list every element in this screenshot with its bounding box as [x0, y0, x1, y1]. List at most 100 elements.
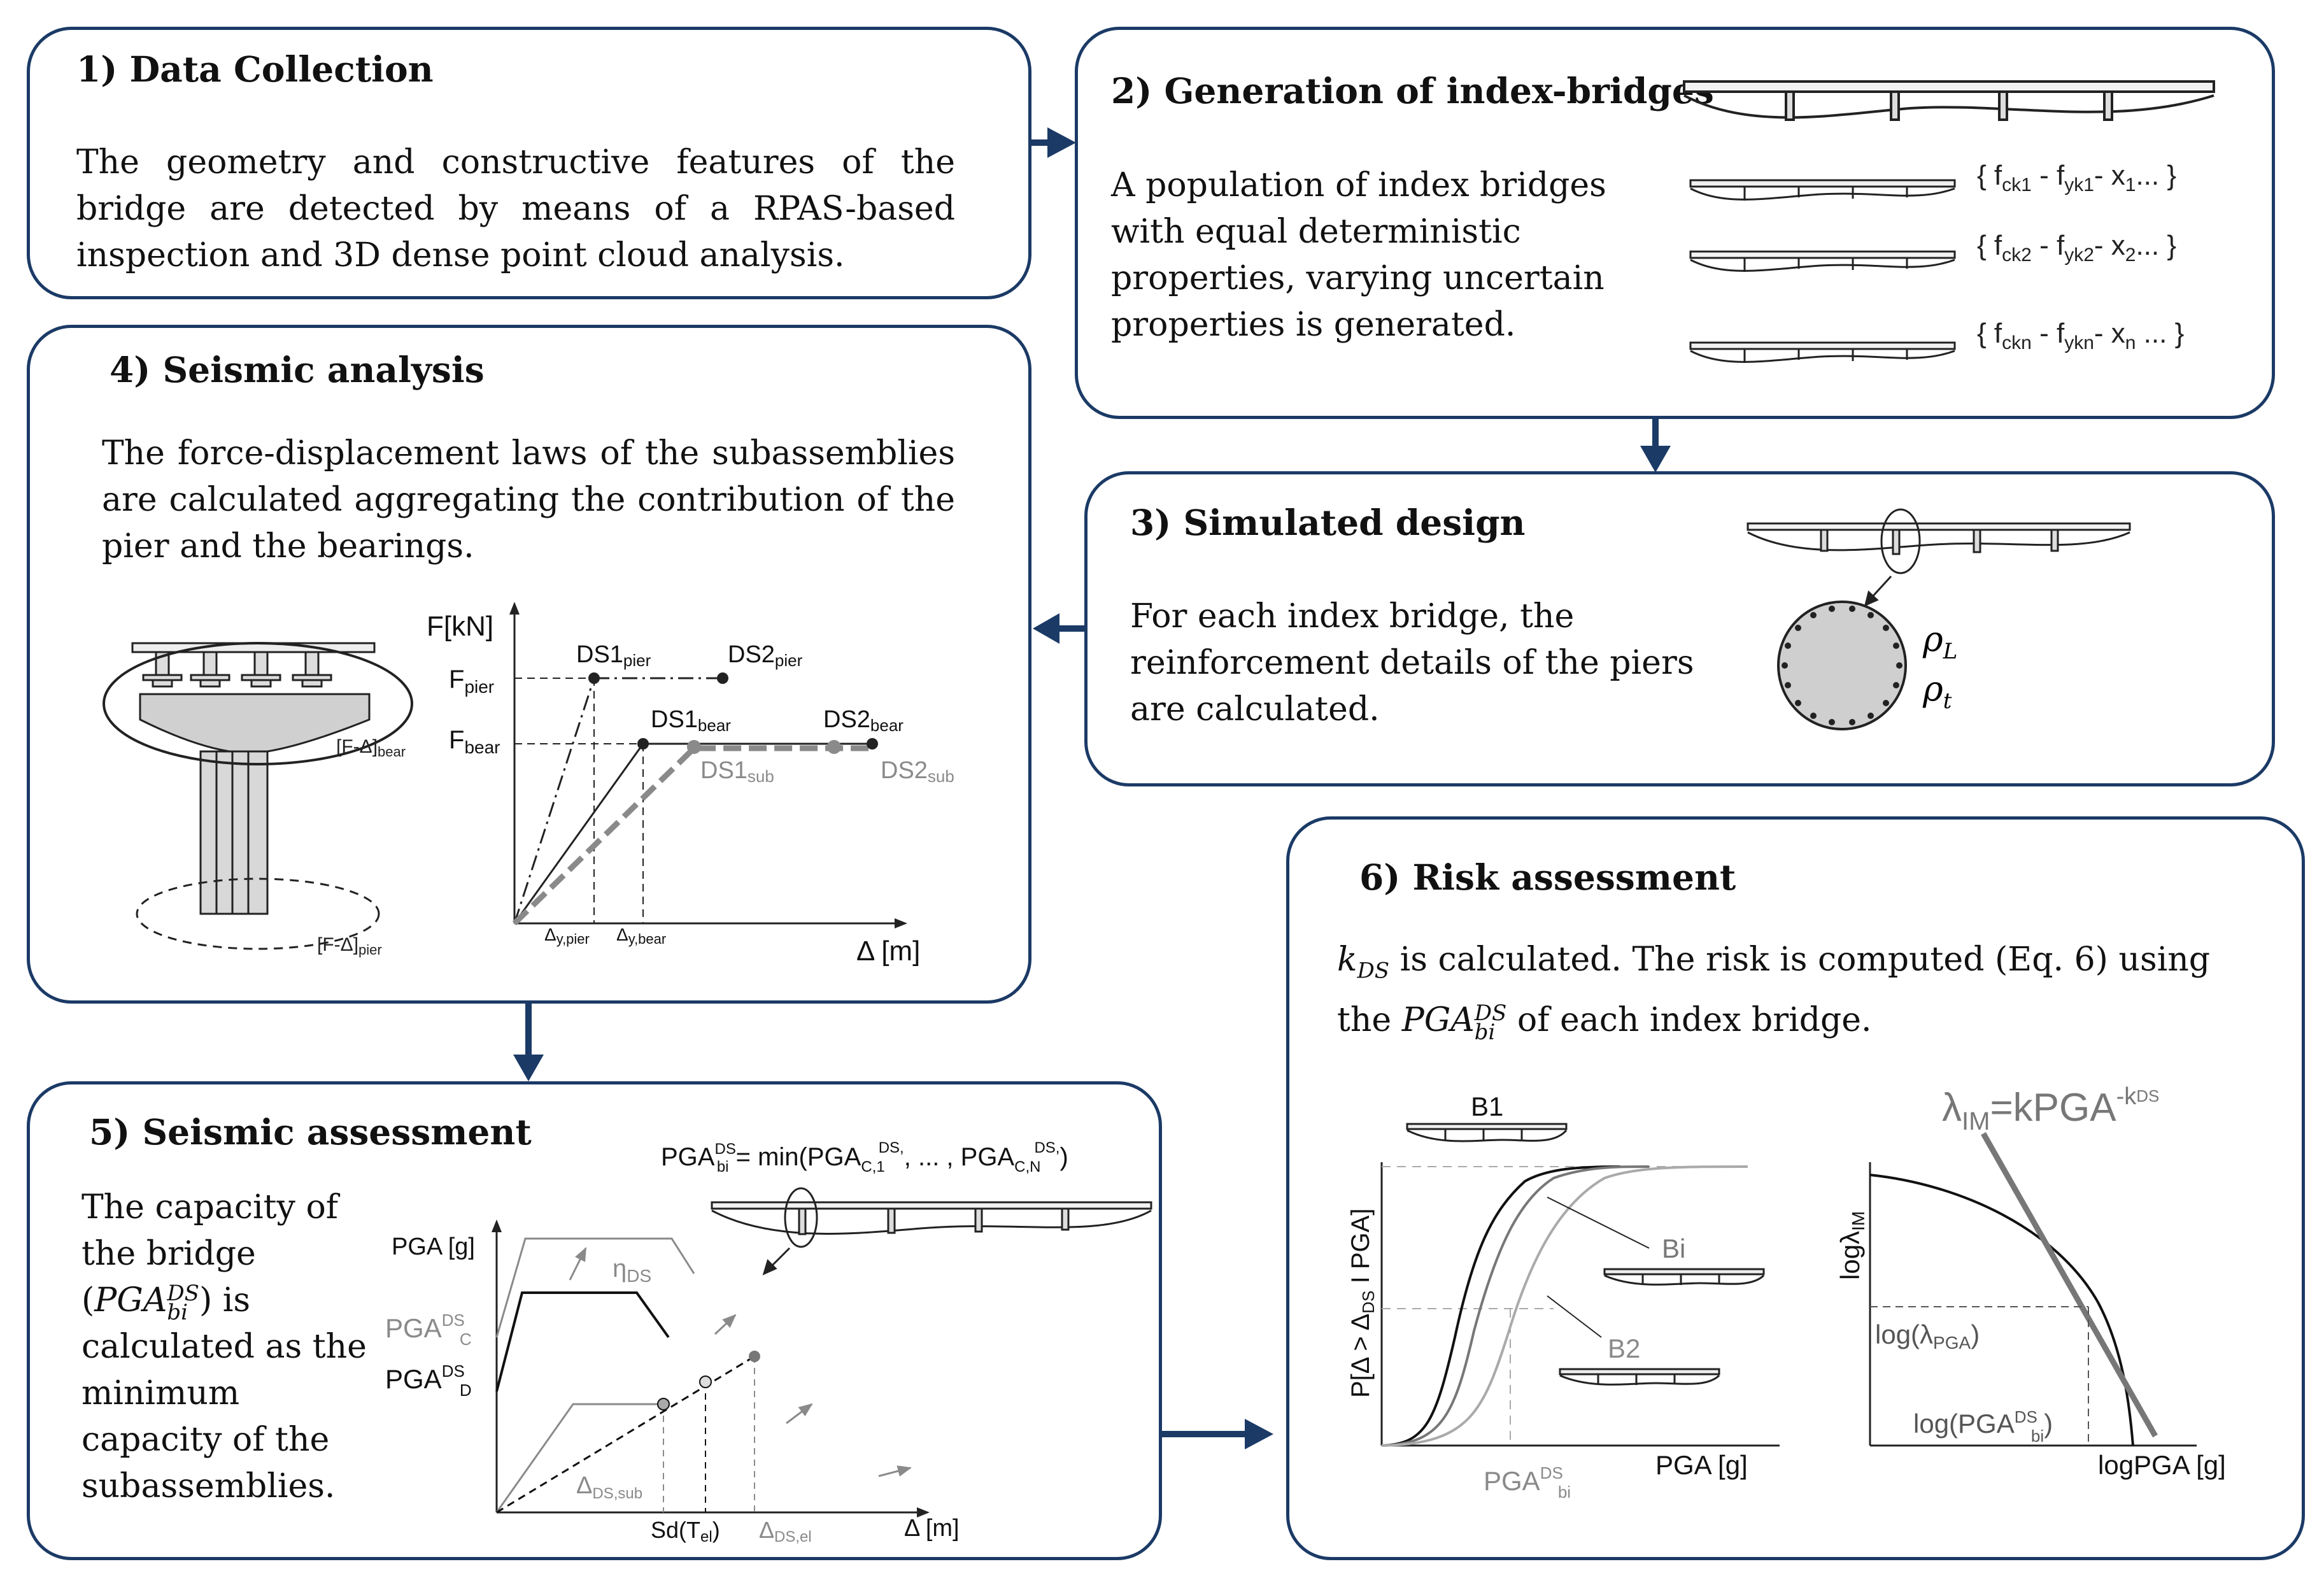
seismic-analysis-text: The force-displacement laws of the subas… [102, 434, 955, 565]
k-symbol: k [1337, 941, 1357, 979]
arrow-1-to-2 [1047, 127, 1076, 158]
force-displacement-chart: F[kN] Δ [m] Fpier Fbear DS1p [427, 602, 954, 967]
bearing-law [513, 743, 872, 924]
set-n: { fckn - fykn- xn ... } [1977, 318, 2184, 353]
risk-assessment-title: 6) Risk assessment [1359, 856, 1736, 898]
seismic-assessment-title: 5) Seismic assessment [89, 1111, 532, 1153]
haz-y-label: logλIM [1835, 1211, 1868, 1280]
frag-y-label: P[Δ > ΔDS I PGA] [1347, 1209, 1378, 1398]
mini-bridge-b1 [1406, 1123, 1568, 1142]
hazard-tangent [1981, 1132, 2158, 1438]
fd-x-label: Δ [m] [856, 935, 920, 967]
cap-point-sub [657, 1398, 670, 1411]
pier-law-rising [513, 678, 595, 924]
seismic-assessment-line-1: The capacity of [81, 1188, 338, 1226]
hazard-curve [1869, 1174, 2134, 1446]
ds2-pier-point [717, 672, 728, 684]
arrow-3-to-4 [1033, 613, 1059, 644]
arrow-2-to-3 [1640, 446, 1671, 473]
index-bridge-2 [1689, 250, 1956, 272]
label-f-delta-pier: [F-Δ]pier [317, 934, 382, 958]
seismic-assessment-line-4: calculated as the [81, 1328, 367, 1366]
risk-pga: PGA [1401, 1001, 1475, 1040]
assessment-bridge [711, 1187, 1152, 1276]
risk-pga-sub: bi [1474, 1019, 1496, 1045]
risk-line-1-rest: is calculated. The risk is computed (Eq.… [1389, 941, 2211, 979]
index-bridge-main [1683, 80, 2215, 121]
sd-tel-label: Sd(Tel) [651, 1517, 720, 1546]
seismic-assessment-line-2: the bridge [81, 1235, 256, 1273]
cap-x-label: Δ [m] [904, 1515, 960, 1542]
mini-bridge-b2 [1559, 1368, 1720, 1386]
ds1-pier-point [588, 672, 600, 684]
seismic-assessment-line-7: subassemblies. [81, 1467, 336, 1505]
fragility-b1 [1381, 1165, 1621, 1447]
label-f-delta-bear: [F-Δ]bear [336, 736, 406, 760]
rho-l: ρL [1922, 619, 1957, 664]
pga-symbol: PGA [94, 1281, 167, 1319]
f-pier-label: Fpier [449, 665, 494, 697]
delta-sub-label: ΔDS,sub [576, 1472, 642, 1502]
risk-line-1: kDS is calculated. The risk is computed … [1337, 935, 2241, 995]
uncertain-property-sets: { fck1 - fyk1- x1... } { fck2 - fyk2- x2… [1977, 160, 2184, 353]
pga-sub: bi [167, 1299, 188, 1325]
index-bridges-title: 2) Generation of index-bridges [1111, 70, 1714, 111]
cap-point-el [699, 1375, 712, 1388]
ds2-bear-point [867, 738, 878, 750]
k-sub: DS [1357, 958, 1390, 984]
box-seismic-assessment [27, 1081, 1162, 1560]
rho-t: ρt [1922, 669, 1952, 714]
ds2-bear-label: DS2bear [823, 706, 903, 735]
seismic-assessment-line-6: capacity of the [81, 1421, 330, 1459]
delta-el-label: ΔDS,el [759, 1517, 812, 1546]
index-bridge-n [1689, 341, 1956, 363]
pga-sup: DS [167, 1280, 199, 1306]
data-collection-title: 1) Data Collection [76, 48, 434, 90]
simulated-design-title: 3) Simulated design [1130, 502, 1526, 543]
dy-bear-label: Δy,bear [616, 925, 666, 947]
subassembly-law [512, 745, 872, 926]
ds1-sub-label: DS1sub [700, 757, 774, 786]
ds1-pier-label: DS1pier [576, 641, 651, 670]
seismic-assessment-line-5: minimum [81, 1374, 240, 1412]
log-lambda-pga: log(λPGA) [1875, 1319, 1980, 1353]
b2-label: B2 [1608, 1333, 1640, 1363]
pier-cross-section: ρL ρt [1777, 601, 1957, 730]
rebar-dots [1782, 606, 1902, 725]
spectrum-demand [495, 1291, 670, 1392]
data-collection-text: The geometry and constructive features o… [76, 143, 955, 274]
lambda-eq: λIM=kPGA-kDS [1942, 1083, 2159, 1135]
seismic-analysis-title: 4) Seismic analysis [110, 349, 485, 390]
set-1: { fck1 - fyk1- x1... } [1977, 160, 2176, 195]
arrow-5-to-6 [1245, 1419, 1273, 1449]
fd-y-label: F[kN] [427, 611, 493, 642]
b1-label: B1 [1471, 1091, 1503, 1121]
pier-subassembly-drawing [103, 642, 413, 950]
ds2-sub-point [827, 740, 841, 754]
mini-bridge-bi [1603, 1268, 1765, 1286]
f-bear-label: Fbear [449, 726, 500, 757]
fragility-b2 [1381, 1165, 1748, 1447]
ds2-pier-label: DS2pier [728, 641, 803, 670]
risk-line-2-pre: the [1337, 1001, 1402, 1040]
dy-pier-label: Δy,pier [544, 925, 590, 947]
set-2: { fck2 - fyk2- x2... } [1977, 230, 2176, 266]
box-risk-assessment [1286, 816, 2305, 1560]
ds2-sub-label: DS2sub [881, 757, 954, 786]
is-text: ) is [199, 1281, 251, 1319]
risk-assessment-text: kDS is calculated. The risk is computed … [1337, 935, 2241, 1045]
fragility-bi [1381, 1165, 1650, 1447]
flow-arrows [513, 127, 1671, 1449]
risk-line-2-post: of each index bridge. [1506, 1001, 1872, 1040]
arrow-4-to-5 [513, 1055, 544, 1081]
ds1-bear-point [637, 738, 649, 750]
risk-pga-sup: DS [1474, 1000, 1507, 1026]
